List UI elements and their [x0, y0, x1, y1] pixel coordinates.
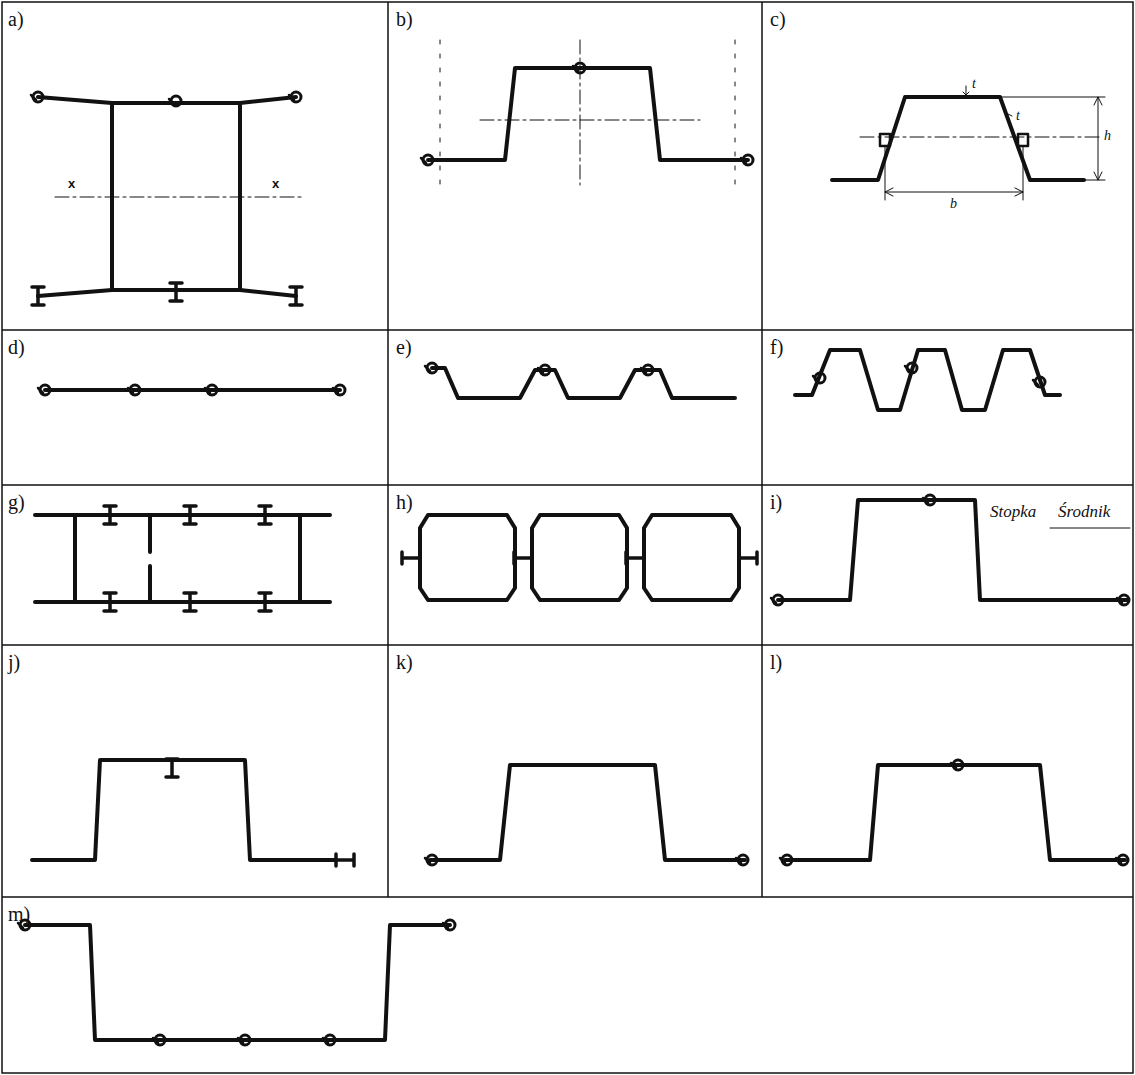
- axis-label: x: [68, 177, 75, 191]
- hat-pile-profile: [425, 765, 748, 865]
- panel-label: j): [8, 651, 20, 673]
- trapezoid-pile-profile: [832, 86, 1105, 200]
- panel-label: d): [8, 336, 25, 358]
- box-chain-profile: [35, 506, 330, 611]
- panel-label: f): [770, 336, 783, 358]
- thickness-label: t: [1016, 108, 1020, 123]
- panel-label: l): [770, 651, 782, 673]
- part-label: Stopka: [990, 503, 1036, 522]
- trough-pile-profile: [18, 920, 455, 1045]
- hat-pile-profile: [771, 495, 1130, 605]
- part-label: Środnik: [1058, 503, 1110, 522]
- larssen-pile-profile: [795, 350, 1060, 410]
- hat-pile-profile: [32, 759, 354, 866]
- panel-label: m): [8, 903, 30, 925]
- panel-label: c): [770, 8, 786, 30]
- panel-label: b): [396, 8, 413, 30]
- panel-label: a): [8, 8, 24, 30]
- dimension-label: h: [1104, 128, 1111, 143]
- panel-label: g): [8, 491, 25, 513]
- panel-label: e): [396, 336, 412, 358]
- panel-label: h): [396, 491, 413, 513]
- panel-label: i): [770, 491, 782, 513]
- axis-label: x: [272, 177, 279, 191]
- shallow-trough-profile: [425, 363, 735, 398]
- dimension-label: b: [950, 196, 957, 211]
- cellular-pile-profile: [402, 515, 757, 600]
- box-pile-profile: [31, 92, 305, 305]
- panel-label: k): [396, 651, 413, 673]
- hat-pile-profile: [421, 40, 753, 185]
- flat-pile-profile: [38, 385, 345, 395]
- hat-pile-profile: [780, 760, 1128, 865]
- thickness-label: t: [972, 76, 976, 91]
